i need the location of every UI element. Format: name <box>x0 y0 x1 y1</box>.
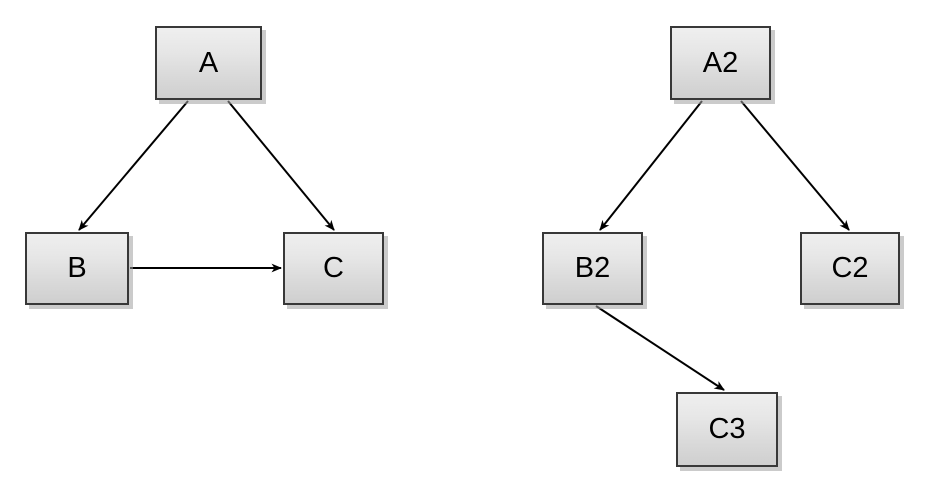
node-a[interactable]: A <box>155 26 262 100</box>
edge-a2-to-c2[interactable] <box>740 100 850 231</box>
node-c2[interactable]: C2 <box>800 232 900 305</box>
node-label-b: B <box>67 252 87 284</box>
node-label-a: A <box>198 46 219 79</box>
edge-a-to-c[interactable] <box>227 100 335 231</box>
edge-a-to-b[interactable] <box>78 100 189 231</box>
node-label-a2: A2 <box>702 46 739 79</box>
edge-b2-to-c3[interactable] <box>595 305 725 391</box>
node-label-b2: B2 <box>574 252 611 284</box>
node-label-c2: C2 <box>831 252 869 284</box>
node-b2[interactable]: B2 <box>542 232 643 305</box>
node-label-c: C <box>323 252 344 284</box>
node-b[interactable]: B <box>25 232 129 305</box>
node-c3[interactable]: C3 <box>676 392 778 467</box>
edges-group <box>78 100 850 391</box>
node-c[interactable]: C <box>283 232 384 305</box>
node-label-c3: C3 <box>708 413 746 445</box>
edge-a2-to-b2[interactable] <box>599 100 703 231</box>
node-a2[interactable]: A2 <box>670 26 771 100</box>
